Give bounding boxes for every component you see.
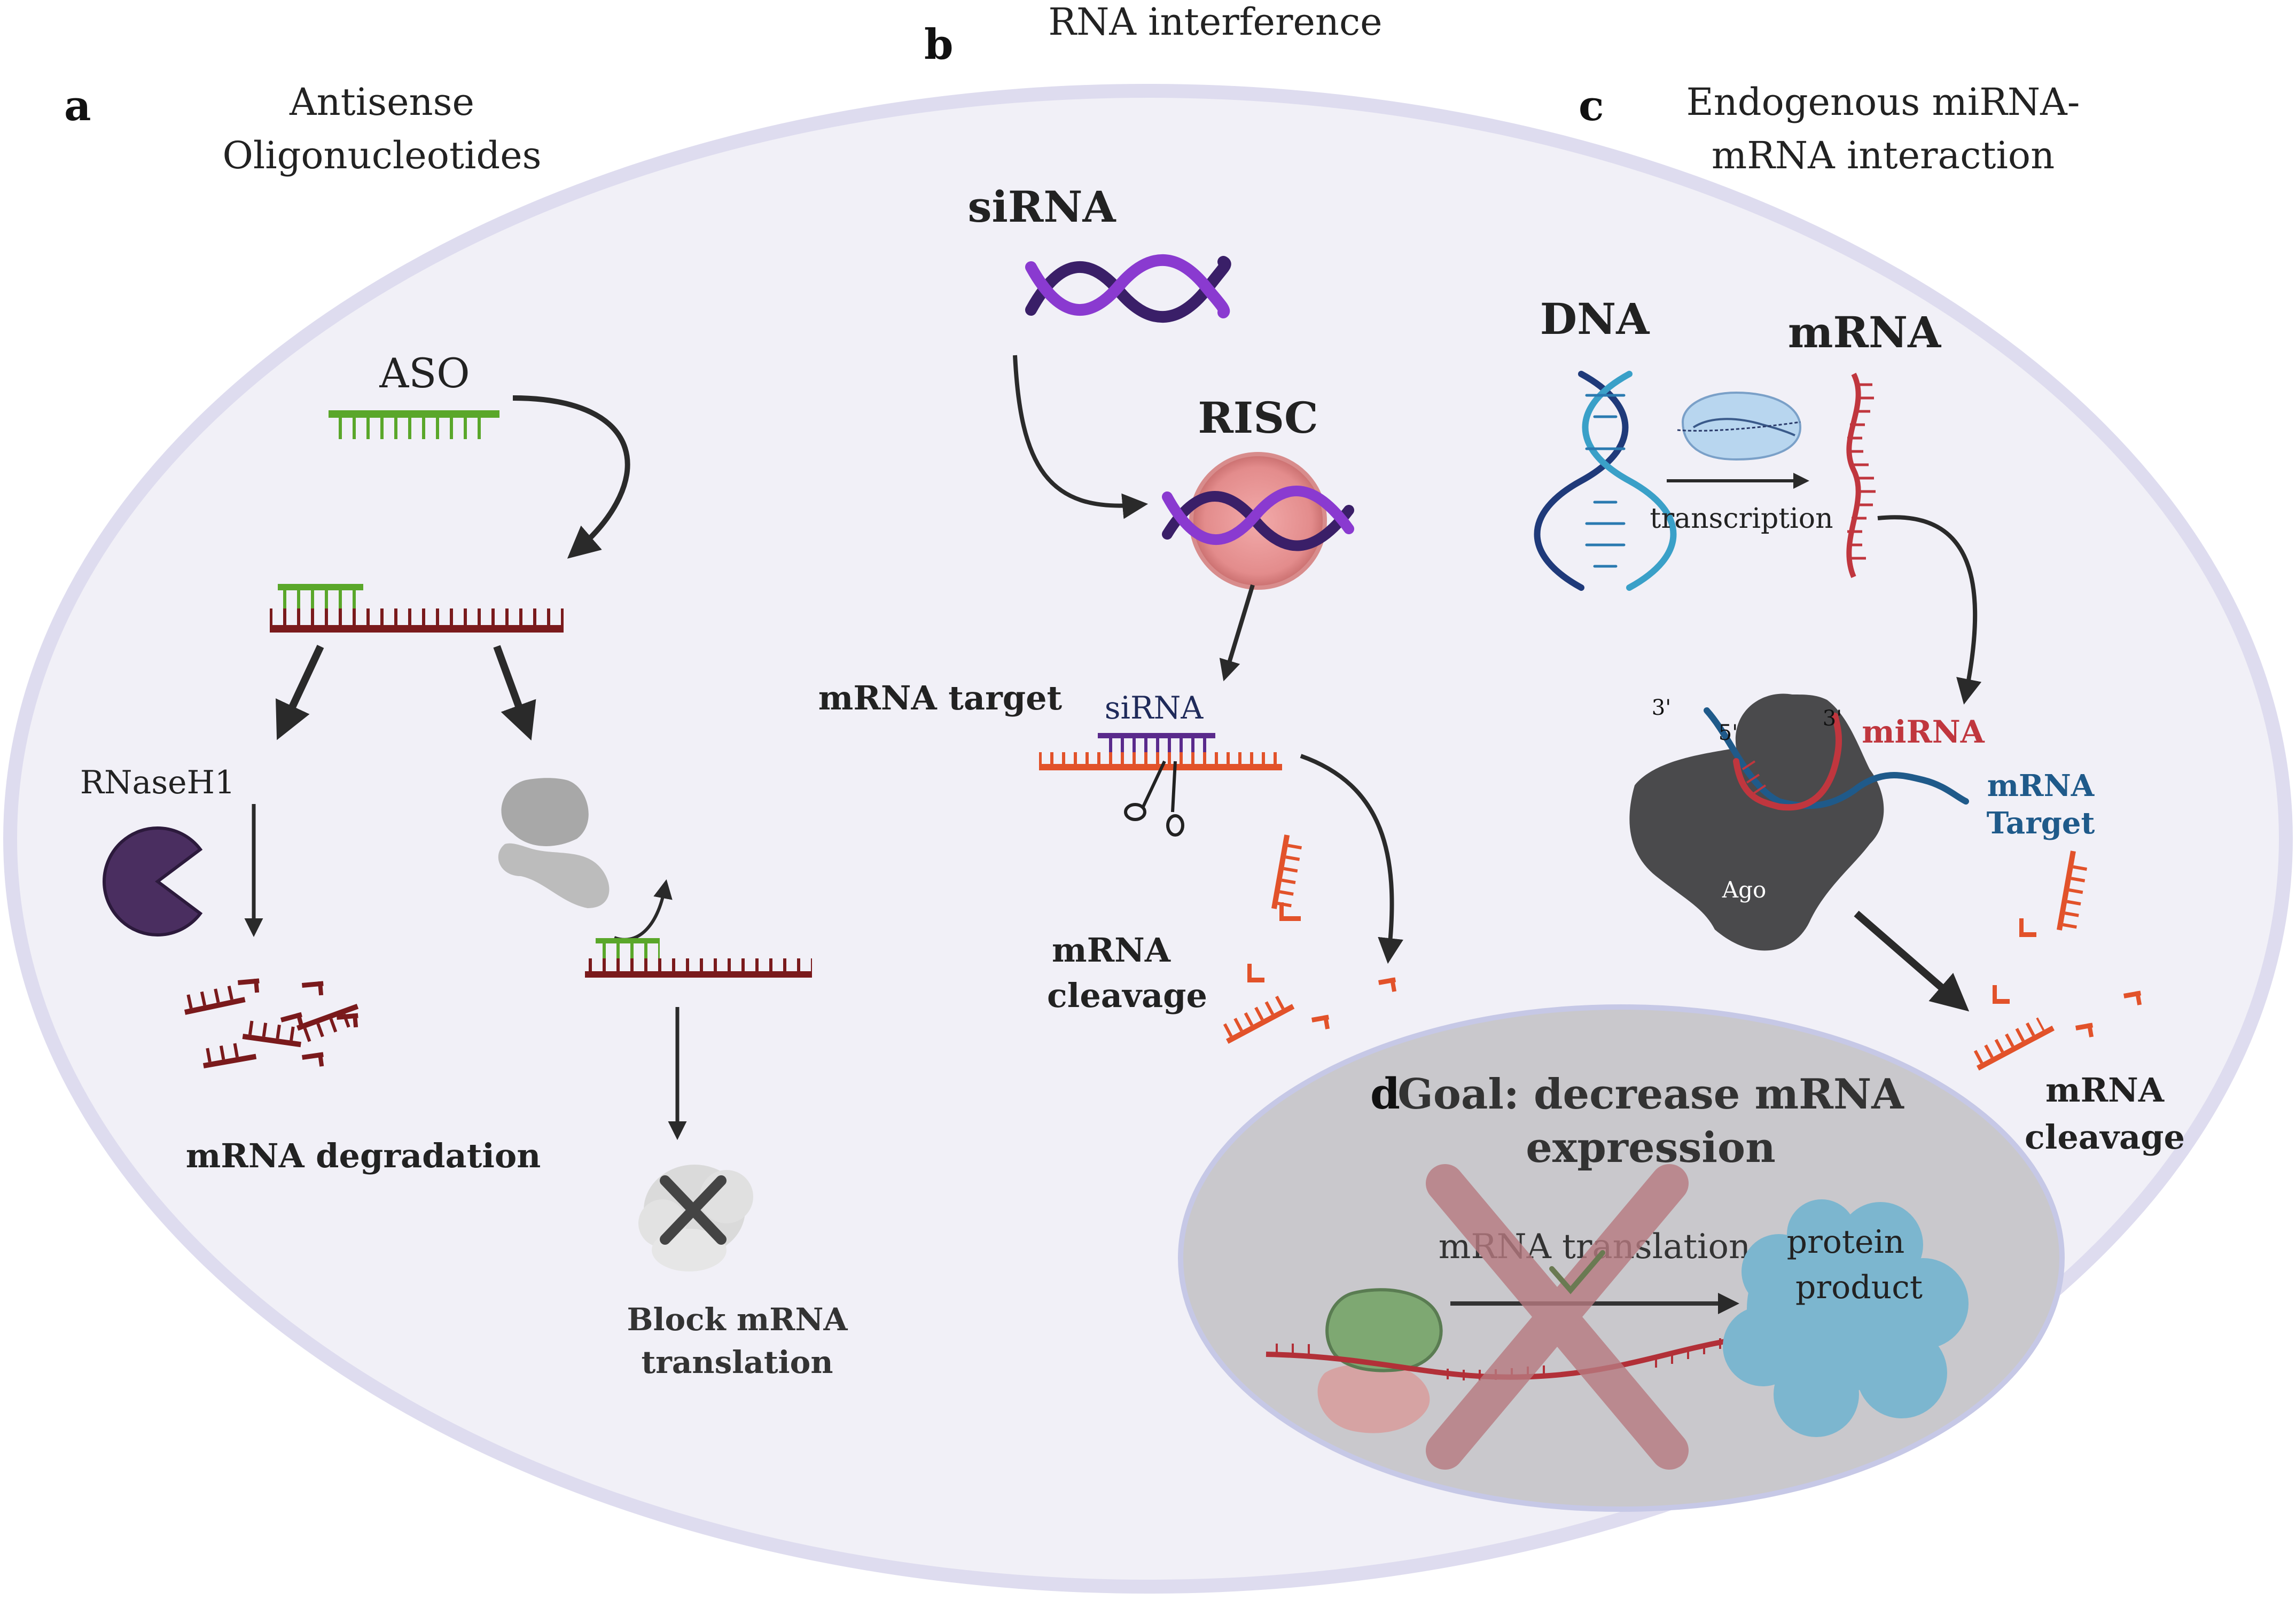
panel-d-letter: d — [1370, 1068, 1400, 1119]
three-prime-right: 3' — [1823, 706, 1842, 731]
block-label-line2: translation — [641, 1344, 833, 1380]
b-cleavage-line2: cleavage — [1047, 976, 1207, 1015]
ago-complex-icon — [1629, 693, 1969, 951]
panel-c-title-line1: Endogenous miRNA- — [1686, 80, 2080, 124]
ago-label: Ago — [1722, 877, 1767, 903]
aso-to-duplex-arrow — [512, 395, 630, 559]
c-cleavage-fragments — [1972, 850, 2142, 1071]
c-mrna-strand — [1846, 372, 1876, 578]
sirna-helix-icon — [1025, 254, 1231, 323]
panel-a: a Antisense Oligonucleotides ASO RNaseH1 — [64, 80, 848, 1380]
c-cleavage-line1: mRNA — [2045, 1071, 2165, 1110]
mrna-degradation-label: mRNA degradation — [186, 1136, 541, 1175]
sirna-label: siRNA — [967, 182, 1116, 232]
panel-a-letter: a — [64, 82, 91, 130]
panel-b: b RNA interference siRNA RISC mRNA targe… — [818, 0, 1403, 1044]
b-cleavage-fragments — [1221, 834, 1397, 1044]
panel-c: c Endogenous miRNA- mRNA interaction DNA — [1534, 80, 2185, 1157]
five-prime: 5' — [1719, 721, 1738, 745]
panel-b-letter: b — [924, 20, 954, 69]
rnaseh1-label: RNaseH1 — [80, 764, 235, 801]
target-line1: mRNA — [1987, 768, 2095, 803]
panel-d: d Goal: decrease mRNA expression mRNA tr… — [1178, 1004, 2065, 1512]
aso-bound-mrna — [585, 938, 812, 978]
blocked-translation-icon — [638, 1165, 753, 1271]
risc-complex-icon — [1162, 452, 1354, 590]
protein-line2: product — [1795, 1269, 1923, 1306]
goal-line2: expression — [1526, 1123, 1776, 1172]
mrna-target-label: mRNA target — [818, 678, 1063, 717]
protein-line1: protein — [1787, 1223, 1905, 1261]
duplex-to-ribosome-arrow — [493, 645, 536, 741]
panel-b-title: RNA interference — [1048, 0, 1382, 44]
goal-line1: Goal: decrease mRNA — [1397, 1070, 1904, 1119]
block-label-line1: Block mRNA — [627, 1301, 848, 1338]
ribosome-icon — [498, 778, 610, 908]
target-line2: Target — [1987, 806, 2095, 841]
protein-product-icon — [1723, 1199, 1969, 1437]
risc-label: RISC — [1198, 393, 1318, 443]
degraded-mrna-fragments — [184, 978, 359, 1068]
transcription-label: transcription — [1650, 503, 1833, 535]
dna-helix-icon — [1534, 371, 1677, 591]
b-cleavage-line1: mRNA — [1052, 931, 1171, 970]
rnaseh1-enzyme-icon — [103, 826, 203, 936]
mirna-label: miRNA — [1862, 714, 1985, 750]
panel-c-title-line2: mRNA interaction — [1712, 134, 2055, 177]
dna-label: DNA — [1540, 294, 1650, 344]
ago-to-cleavage-arrow — [1854, 910, 1970, 1012]
panel-a-title-line2: Oligonucleotides — [222, 134, 541, 177]
check-mark-icon — [1549, 1250, 1605, 1294]
translating-ribosome-icon — [1317, 1288, 1443, 1433]
sirna-small-label: siRNA — [1105, 690, 1204, 726]
scissors-icon — [1124, 760, 1184, 837]
panel-c-letter: c — [1579, 82, 1604, 130]
target-to-cleavage-arrow — [1300, 754, 1403, 964]
three-prime-left: 3' — [1652, 696, 1671, 720]
translation-cross-icon — [1426, 1164, 1689, 1470]
duplex-to-rnaseh1-arrow — [276, 645, 324, 740]
aso-mrna-duplex — [270, 584, 564, 633]
risc-to-target-arrow — [1219, 584, 1255, 682]
aso-label: ASO — [379, 349, 470, 397]
aso-strand — [329, 410, 499, 439]
sirna-to-risc-arrow — [1013, 355, 1149, 519]
sirna-target-duplex — [1039, 733, 1282, 770]
mrna-to-ago-arrow — [1877, 515, 1982, 705]
c-mrna-label: mRNA — [1788, 307, 1941, 357]
c-cleavage-line2: cleavage — [2025, 1118, 2185, 1157]
rna-polymerase-icon — [1677, 391, 1802, 461]
panel-a-title-line1: Antisense — [289, 80, 474, 124]
